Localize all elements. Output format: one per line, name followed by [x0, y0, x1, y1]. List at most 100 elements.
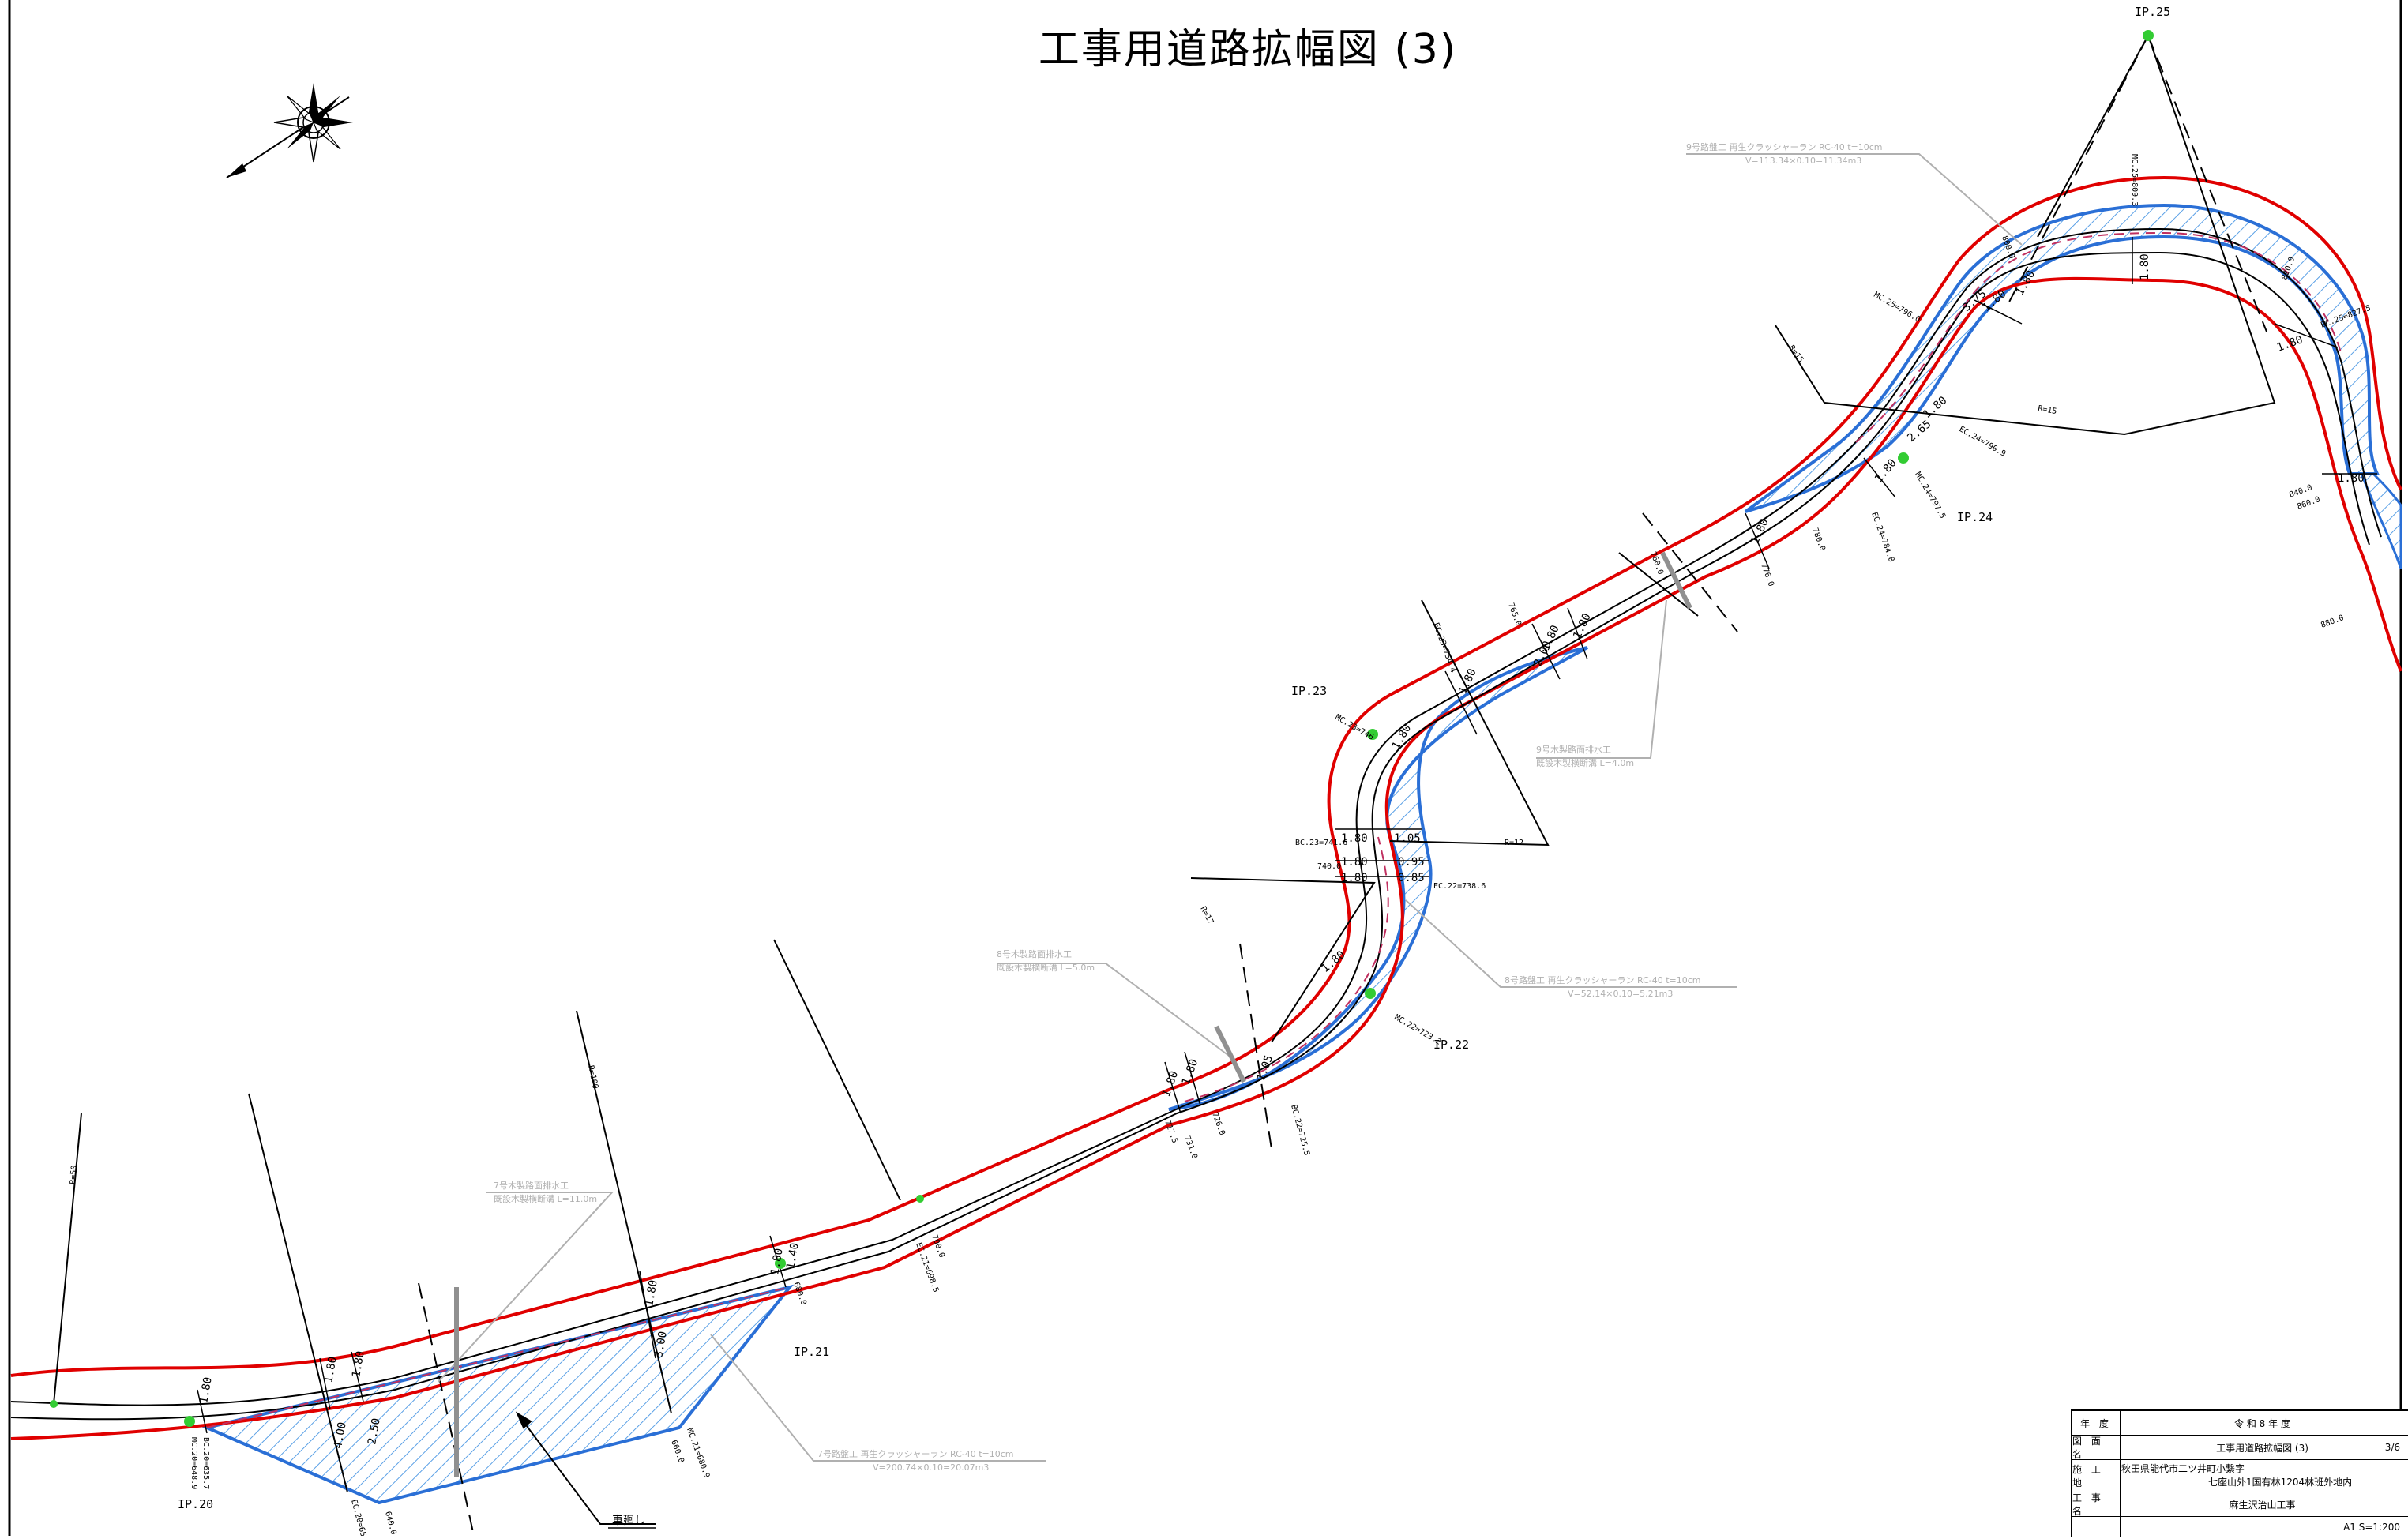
widening-area-ip22-23 [1168, 646, 1588, 1111]
xsec-tick [1164, 1061, 1181, 1114]
ip21-label: IP.21 [794, 1345, 829, 1359]
xsec-tick [2274, 323, 2339, 348]
road-edge-south [10, 276, 2402, 1440]
station-765: 765.0 [1506, 602, 1523, 627]
drain-line-9b [1618, 552, 1699, 617]
station-680: 680.0 [791, 1281, 808, 1306]
title-block-key [2072, 1517, 2121, 1537]
station-mc24: MC.24=797.5 [1913, 471, 1947, 520]
dim-300: 3.00 [652, 1331, 670, 1359]
xsec-tick [197, 1389, 208, 1434]
dim-180: 1.80 [2338, 472, 2365, 485]
centerline-main [10, 227, 2382, 1406]
station-776: 776.0 [1759, 562, 1775, 587]
title-block-location-line1: 秋田県能代市二ツ井町小繋字 [2121, 1463, 2245, 1474]
ip25-dashed-line-2 [2147, 35, 2267, 332]
callout-texts: 7号木製路面排水工 既設木製横断溝 L=11.0m 7号路盤工 再生クラッシャー… [494, 141, 1883, 1473]
cross-section-ticks [197, 237, 2377, 1434]
dim-105: 1.05 [1255, 1053, 1276, 1083]
title-block-row-scale: A1 S=1:200 [2072, 1517, 2408, 1537]
ip23-label: IP.23 [1291, 684, 1327, 698]
ip22-label: IP.22 [1433, 1038, 1469, 1052]
ip-points [50, 30, 2154, 1427]
ip20-point [184, 1416, 195, 1427]
title-block-key: 施 工 地 [2072, 1460, 2121, 1492]
ip25-dashed-line [2005, 35, 2149, 309]
station-840: 840.0 [2288, 483, 2313, 500]
title-block-value: 麻生沢治山工事 [2229, 1499, 2296, 1511]
road-edges [10, 175, 2402, 1440]
dim-095: 0.95 [1398, 856, 1425, 869]
leader-9-retaining [1686, 153, 2023, 246]
dim-180: 1.80 [1873, 456, 1899, 485]
radius-label-r23: R=12 [1505, 839, 1523, 847]
design-line-ip20 [206, 1286, 791, 1428]
station-860: 860.0 [2296, 495, 2321, 512]
station-mc22: MC.22=723.2 [1393, 1013, 1443, 1047]
dim-180: 1.80 [1749, 516, 1771, 546]
dim-180: 1.80 [1390, 723, 1414, 752]
title-block-row-drawing-name: 図 面 名 工事用道路拡幅図 (3) 3/6 [2072, 1436, 2408, 1460]
xsec-tick [1444, 670, 1478, 735]
note-8-retaining-line1: 8号路盤工 再生クラッシャーラン RC-40 t=10cm [1505, 974, 1701, 985]
turnaround-arrow [515, 1411, 656, 1525]
station-mc25: MC.25=809.3 [2130, 154, 2139, 206]
radius-label-r22: R=17 [1198, 905, 1215, 925]
compass-rose-icon [226, 83, 353, 178]
ip24-label: IP.24 [1957, 510, 1993, 524]
station-ec22: EC.22=738.6 [1433, 882, 1486, 891]
tangent-ip24-25 [1775, 33, 2276, 436]
xsec-tick [1567, 607, 1588, 660]
leader-7-retaining [710, 1334, 1046, 1462]
turnaround-leader [517, 1413, 656, 1525]
station-mc23: MC.23=746 [1334, 713, 1375, 742]
title-block-location: 秋田県能代市二ツ井町小繋字 七座山外1国有林1204林班外地内 [2121, 1460, 2403, 1492]
station-mc20: MC.20=648.9 [190, 1437, 198, 1489]
note-7-retaining-line2: V=200.74×0.10=20.07m3 [873, 1462, 989, 1473]
radius-line-r50-a [576, 1010, 672, 1414]
station-labels: BC.23=741.6 740.0 EC.22=738.6 MC.22=723.… [190, 154, 2372, 1539]
station-640: 640.0 [383, 1511, 397, 1536]
dim-180: 1.80 [197, 1376, 215, 1405]
tangent-ip22 [1190, 877, 1376, 1043]
note-7-drain-line2: 既設木製横断溝 L=11.0m [494, 1193, 597, 1204]
title-block-location-line2: 七座山外1国有林1204林班外地内 [2208, 1477, 2353, 1488]
widening-area-ip24-25 [1744, 203, 2380, 513]
drain-8-bar [1214, 1025, 1246, 1083]
ip23-point [1367, 729, 1378, 740]
title-block-value: 工事用道路拡幅図 (3) [2216, 1442, 2308, 1454]
station-880: 880.0 [2320, 614, 2345, 630]
station-point [50, 1400, 58, 1408]
xsec-tick [319, 1357, 331, 1410]
radius-label-r24: R=15 [1787, 343, 1805, 364]
title-block-row-year: 年 度 令 和 8 年 度 [2072, 1411, 2408, 1436]
leader-8-drain [997, 963, 1233, 1059]
title-block-value: 令 和 8 年 度 [2234, 1417, 2290, 1429]
tangent-lines [53, 33, 2276, 1537]
centerline-offset [10, 251, 2370, 1421]
xsec-tick [639, 1271, 656, 1359]
road-edge-north [10, 175, 2402, 1377]
station-726: 726.0 [1210, 1111, 1227, 1136]
radius-label-r25: R=15 [2037, 404, 2057, 416]
ip-labels: IP.20 IP.21 IP.22 IP.23 IP.24 IP.25 [178, 5, 2170, 1511]
note-9-drain-line2: 既設木製横断溝 L=4.0m [1536, 757, 1634, 768]
station-731: 731.0 [1182, 1135, 1199, 1160]
title-block-scale: A1 S=1:200 [2343, 1522, 2400, 1533]
station-660: 660.0 [669, 1439, 686, 1464]
note-9-drain-line1: 9号木製路面排水工 [1536, 744, 1611, 755]
dim-180: 1.80 [322, 1356, 340, 1384]
note-9-retaining-line1: 9号路盤工 再生クラッシャーラン RC-40 t=10cm [1686, 141, 1883, 152]
title-block-key: 図 面 名 [2072, 1436, 2121, 1460]
drain-line-7 [418, 1282, 475, 1537]
drain-line-9 [1642, 512, 1738, 632]
station-ec20: EC.20=658.0 [349, 1499, 371, 1536]
width-dimensions: 1.80 1.80 1.80 4.00 2.50 1.80 3.00 1.80 … [197, 253, 2365, 1449]
station-bc22: BC.22=725.5 [1289, 1104, 1311, 1157]
radius-line-r50-b [248, 1093, 348, 1493]
dim-180: 1.80 [2139, 253, 2151, 280]
turnaround-arrowhead [515, 1411, 532, 1429]
widening-area-edge [2359, 472, 2402, 569]
